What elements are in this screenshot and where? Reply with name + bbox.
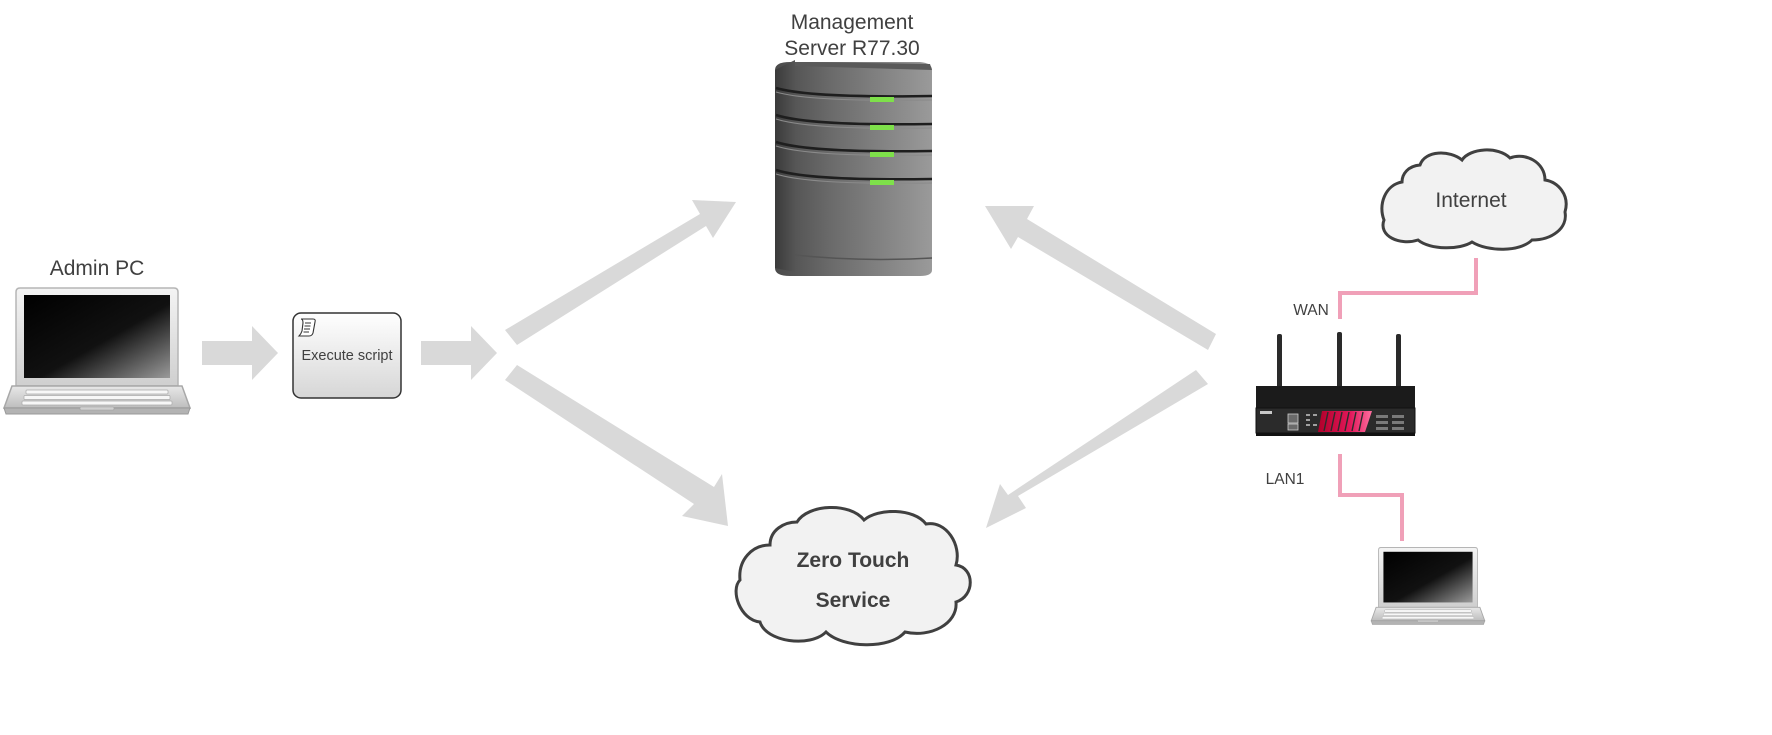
zero-touch-label-line2: Service <box>816 589 891 612</box>
gateway-appliance <box>1255 332 1416 436</box>
arrow-to-zero-touch <box>505 365 728 526</box>
zero-touch-service: Zero Touch Service <box>734 506 972 647</box>
management-server-label-line2: Server R77.30 <box>784 37 919 60</box>
management-server-label-line1: Management <box>791 11 914 34</box>
internet: Internet <box>1380 148 1568 251</box>
lan-cable <box>1338 454 1404 541</box>
arrow-to-management-server <box>505 200 736 345</box>
lan-laptop-icon <box>1370 547 1486 625</box>
script-icon <box>297 318 316 337</box>
management-server: Management Server R77.30 <box>775 11 933 276</box>
cloud-icon <box>734 506 972 647</box>
antenna-icon <box>1277 332 1401 392</box>
zero-touch-label-line1: Zero Touch <box>797 549 910 572</box>
arrow-gateway-to-zero-touch <box>986 370 1208 528</box>
lan1-label: LAN1 <box>1266 471 1305 488</box>
cloud-icon <box>1380 148 1568 251</box>
internet-label: Internet <box>1435 189 1506 212</box>
laptop-icon <box>3 287 191 415</box>
arrow-script-to-split <box>421 326 497 380</box>
server-icon <box>775 60 933 276</box>
wan-label: WAN <box>1293 302 1329 319</box>
execute-script-task[interactable]: Execute script <box>292 312 402 399</box>
arrow-adminpc-to-script <box>202 326 278 380</box>
admin-pc: Admin PC <box>3 257 191 415</box>
wan-cable <box>1338 258 1478 319</box>
arrow-gateway-to-management-server <box>985 206 1216 350</box>
execute-script-label: Execute script <box>301 348 392 364</box>
admin-pc-label: Admin PC <box>50 257 145 280</box>
